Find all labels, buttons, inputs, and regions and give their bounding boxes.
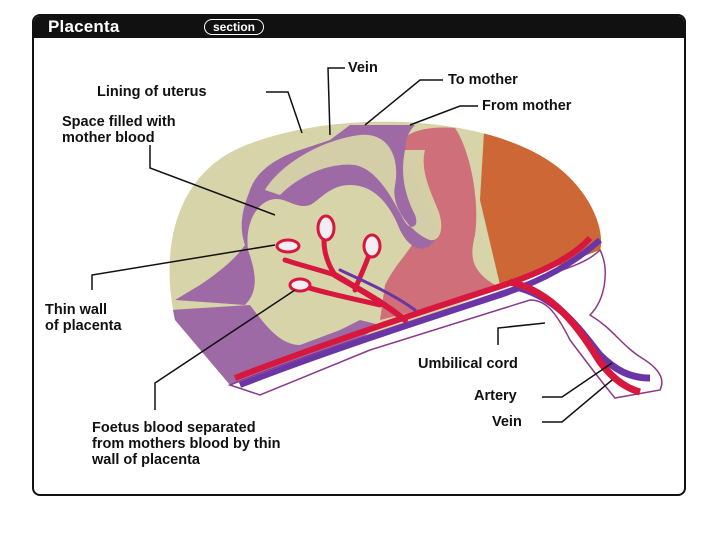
villi-tips: [275, 214, 382, 293]
umbilical-artery-lower: [509, 278, 642, 396]
label-vein-top: Vein: [348, 60, 378, 76]
label-lining-of-uterus: Lining of uterus: [97, 84, 207, 100]
label-umbilical-cord: Umbilical cord: [418, 356, 518, 372]
label-from-mother: From mother: [482, 98, 572, 114]
title-bar: Placenta section: [34, 16, 684, 38]
lining-fold: [265, 134, 442, 241]
diagram-title: Placenta: [48, 17, 120, 36]
umbilical-vein: [238, 237, 602, 388]
leader-lines: [91, 67, 613, 423]
label-to-mother: To mother: [448, 72, 518, 88]
label-space-line2: mother blood: [62, 130, 155, 146]
label-vein-bottom: Vein: [492, 414, 522, 430]
label-space-line1: Space filled with: [62, 114, 176, 130]
umbilical-artery: [233, 235, 593, 381]
label-foetus-line3: wall of placenta: [91, 452, 201, 468]
label-foetus-line1: Foetus blood separated: [92, 420, 256, 436]
section-badge: section: [204, 19, 265, 35]
label-artery: Artery: [474, 388, 517, 404]
label-thin-wall-line2: of placenta: [45, 318, 122, 334]
mother-blood-space-lower: [170, 305, 380, 385]
label-thin-wall-line1: Thin wall: [45, 302, 107, 318]
foetal-villi: [282, 222, 417, 323]
label-foetus-line2: from mothers blood by thin: [92, 436, 281, 452]
